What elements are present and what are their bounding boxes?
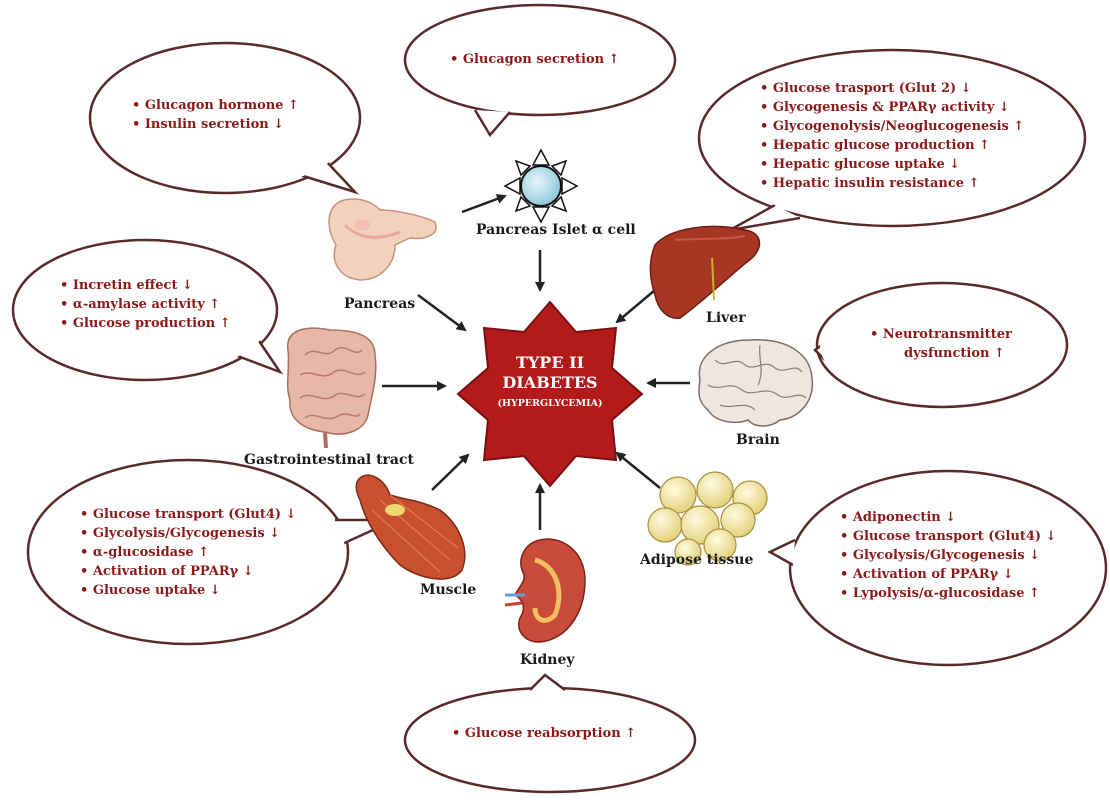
label-adipose: Adipose tissue xyxy=(640,552,753,568)
bubble-kidney-item: Glucose reabsorption ↑ xyxy=(452,724,636,743)
bubble-brain-item: Neurotransmitter xyxy=(870,325,1012,344)
bubble-adipose-item: Glycolysis/Glycogenesis ↓ xyxy=(840,546,1057,565)
label-liver: Liver xyxy=(706,310,746,326)
center-line3: (HYPERGLYCEMIA) xyxy=(470,397,630,411)
center-label: TYPE II DIABETES (HYPERGLYCEMIA) xyxy=(470,353,630,411)
bubble-pancreas-item: Glucagon hormone ↑ xyxy=(132,96,299,115)
label-pancreas: Pancreas xyxy=(344,296,415,312)
gi-tract-icon xyxy=(288,328,376,448)
bubble-muscle-item: Glucose uptake ↓ xyxy=(80,581,297,600)
bubble-liver-item: Hepatic glucose production ↑ xyxy=(760,136,1024,155)
bubble-islet-item: Glucagon secretion ↑ xyxy=(450,50,620,69)
bubble-liver-item: Hepatic insulin resistance ↑ xyxy=(760,174,1024,193)
bubble-adipose-item: Lypolysis/α-glucosidase ↑ xyxy=(840,584,1057,603)
center-line1: TYPE II xyxy=(470,353,630,373)
arrow-pancreas-to-islet xyxy=(462,196,505,212)
label-pancreas-islet: Pancreas Islet α cell xyxy=(476,222,636,238)
bubble-gi-item: Glucose production ↑ xyxy=(60,314,231,333)
bubble-liver-item: Glucose trasport (Glut 2) ↓ xyxy=(760,79,1024,98)
center-line2: DIABETES xyxy=(470,373,630,393)
bubble-liver-item: Hepatic glucose uptake ↓ xyxy=(760,155,1024,174)
label-gi-tract: Gastrointestinal tract xyxy=(244,452,414,468)
bubble-muscle-text: Glucose transport (Glut4) ↓ Glycolysis/G… xyxy=(80,505,297,600)
bubble-islet-text: Glucagon secretion ↑ xyxy=(450,50,620,69)
bubble-kidney-text: Glucose reabsorption ↑ xyxy=(452,724,636,743)
bubble-gi-item: α-amylase activity ↑ xyxy=(60,295,231,314)
islet-cell-icon xyxy=(505,150,577,222)
bubble-adipose-item: Adiponectin ↓ xyxy=(840,508,1057,527)
bubble-adipose-item: Glucose transport (Glut4) ↓ xyxy=(840,527,1057,546)
bubble-muscle-item: Glucose transport (Glut4) ↓ xyxy=(80,505,297,524)
bubble-liver-text: Glucose trasport (Glut 2) ↓ Glycogenesis… xyxy=(760,79,1024,193)
bubble-brain-text: Neurotransmitter dysfunction ↑ xyxy=(870,325,1012,363)
brain-icon xyxy=(699,340,812,426)
bubble-muscle-item: α-glucosidase ↑ xyxy=(80,543,297,562)
bubble-muscle-item: Activation of PPARγ ↓ xyxy=(80,562,297,581)
pancreas-icon xyxy=(329,199,436,280)
liver-icon xyxy=(650,226,759,318)
label-kidney: Kidney xyxy=(520,652,575,668)
bubble-brain-item-cont: dysfunction ↑ xyxy=(870,344,1012,363)
arrow-liver-to-diabetes xyxy=(617,290,655,322)
arrow-pancreas-to-diabetes xyxy=(418,295,465,330)
arrow-muscle-to-diabetes xyxy=(432,455,468,490)
bubble-adipose-item: Activation of PPARγ ↓ xyxy=(840,565,1057,584)
arrow-adipose-to-diabetes xyxy=(617,453,660,488)
bubble-liver-item: Glycogenolysis/Neoglucogenesis ↑ xyxy=(760,117,1024,136)
bubble-pancreas-item: Insulin secretion ↓ xyxy=(132,115,299,134)
label-brain: Brain xyxy=(736,432,780,448)
kidney-icon xyxy=(505,539,585,642)
bubble-pancreas-text: Glucagon hormone ↑ Insulin secretion ↓ xyxy=(132,96,299,134)
bubble-gi-text: Incretin effect ↓ α-amylase activity ↑ G… xyxy=(60,276,231,333)
bubble-gi-item: Incretin effect ↓ xyxy=(60,276,231,295)
bubble-muscle-item: Glycolysis/Glycogenesis ↓ xyxy=(80,524,297,543)
muscle-icon xyxy=(356,475,465,579)
bubble-liver-item: Glycogenesis & PPARγ activity ↓ xyxy=(760,98,1024,117)
label-muscle: Muscle xyxy=(420,582,476,598)
bubble-adipose-text: Adiponectin ↓ Glucose transport (Glut4) … xyxy=(840,508,1057,603)
